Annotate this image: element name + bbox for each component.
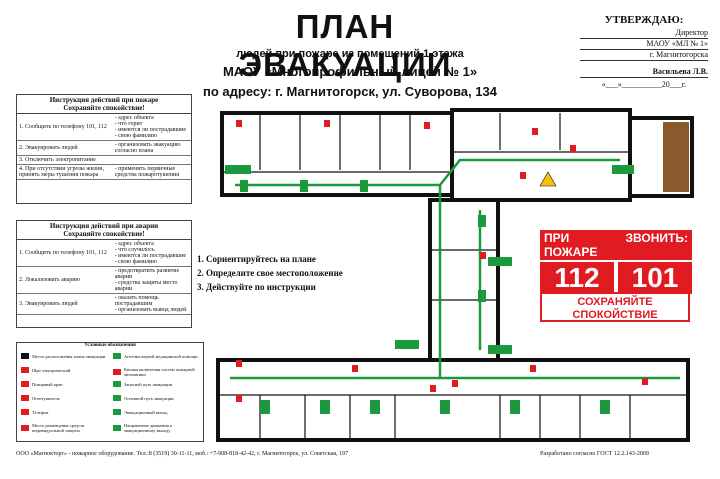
- approval-signature: Васильева Л.В.: [580, 67, 708, 78]
- instruction-action: 4. При отсутствии угрозы жизни, принять …: [17, 164, 113, 180]
- footer-standard: Разработано согласно ГОСТ 12.2.143-2009: [540, 451, 649, 457]
- approval-city: г. Магнитогорска: [580, 50, 708, 61]
- instruction-action: 1. Сообщить по телефону 101, 112: [17, 240, 113, 267]
- legend-item: Место размещения средств индивидуальной …: [21, 423, 111, 433]
- instruction-row: 1. Сообщить по телефону 101, 112- адрес …: [17, 240, 191, 267]
- legend-item: Аптечка первой медицинской помощи: [113, 353, 203, 359]
- fire-equipment: [236, 120, 648, 402]
- legend-label: Направление движения к эвакуационному вы…: [124, 423, 173, 433]
- legend-item: Место расположения плана эвакуации: [21, 353, 111, 359]
- accident-instruction-box: Инструкция действий при аварии Сохраняйт…: [16, 220, 192, 328]
- legend-item: Щит электрический: [21, 367, 111, 373]
- legend-label: Пожарный кран: [32, 381, 63, 387]
- evacuation-route: [230, 158, 680, 380]
- instruction-detail: - адрес объекта - что случилось - имеютс…: [112, 240, 191, 267]
- legend-item: Огнетушитель: [21, 395, 111, 401]
- phone-112: 112: [540, 262, 614, 294]
- subtitle-line-1: людей при пожаре из помещений 1 этажа: [236, 48, 464, 60]
- legend-label: Основной путь эвакуации: [124, 395, 174, 401]
- approval-position: Директор: [580, 28, 708, 39]
- legend-symbol-icon: [113, 395, 121, 401]
- you-are-here-marker: [539, 171, 557, 187]
- legend-item: Телефон: [21, 409, 111, 415]
- legend-symbol-icon: [21, 367, 29, 373]
- legend-title: Условные обозначения: [84, 343, 136, 348]
- instruction-action: 2. Эвакуировать людей: [17, 140, 113, 156]
- legend-symbol-icon: [21, 395, 29, 401]
- instruction-action: 2. Локализовать аварию: [17, 266, 113, 294]
- fire-instruction-table: 1. Сообщить по телефону 101, 112- адрес …: [17, 114, 191, 180]
- step-3: 3. Действуйте по инструкции: [197, 282, 316, 292]
- approval-org: МАОУ «МЛ № 1»: [580, 39, 708, 50]
- legend-item: Кнопка включения систем пожарной автомат…: [113, 367, 203, 377]
- instruction-row: 3. Отключить электропитание: [17, 155, 191, 165]
- legend-item: Основной путь эвакуации: [113, 395, 203, 401]
- instruction-detail: - предотвратить развитие аварии - средст…: [112, 266, 191, 294]
- legend-box: Условные обозначения Место расположения …: [16, 342, 204, 442]
- legend-item: Направление движения к эвакуационному вы…: [113, 423, 203, 433]
- fire-instruction-header: Инструкция действий при пожаре Сохраняйт…: [17, 95, 191, 114]
- legend-label: Эвакуационный выход: [124, 409, 168, 415]
- legend-label: Место расположения плана эвакуации: [32, 353, 106, 359]
- exit-signs: [225, 165, 634, 414]
- legend-symbol-icon: [113, 381, 121, 387]
- corridor-walls: [428, 198, 500, 362]
- instruction-detail: [112, 155, 191, 165]
- instruction-detail: - оказать помощь пострадавшим - организо…: [112, 293, 191, 315]
- instruction-row: 4. При отсутствии угрозы жизни, принять …: [17, 164, 191, 180]
- approval-title: УТВЕРЖДАЮ:: [604, 14, 684, 26]
- accident-instruction-table: 1. Сообщить по телефону 101, 112- адрес …: [17, 240, 191, 315]
- orientation-steps: 1. Сориентируйтесь на плане 2. Определит…: [197, 252, 343, 294]
- instruction-detail: - адрес объекта - что горит - имеются ли…: [112, 114, 191, 141]
- legend-symbol-icon: [21, 425, 29, 431]
- fire-instruction-box: Инструкция действий при пожаре Сохраняйт…: [16, 94, 192, 204]
- legend-symbol-icon: [21, 353, 29, 359]
- emergency-call-header: ПРИ ПОЖАРЕ ЗВОНИТЬ:: [540, 230, 692, 260]
- legend-label: Кнопка включения систем пожарной автомат…: [124, 367, 195, 377]
- emergency-numbers: 112 101: [540, 262, 692, 294]
- legend-item: Запасной путь эвакуации: [113, 381, 203, 387]
- wing-center-walls: [450, 108, 632, 202]
- approval-block: УТВЕРЖДАЮ: Директор МАОУ «МЛ № 1» г. Маг…: [580, 14, 708, 89]
- legend-symbol-icon: [113, 409, 121, 415]
- subtitle-line-3: по адресу: г. Магнитогорск, ул. Суворова…: [203, 84, 497, 99]
- legend-label: Телефон: [32, 409, 49, 415]
- footer-vendor: ООО «Магнокторг» - пожарное оборудование…: [16, 451, 349, 457]
- emergency-call-block: ПРИ ПОЖАРЕ ЗВОНИТЬ: 112 101: [540, 230, 692, 294]
- legend-item: Пожарный кран: [21, 381, 111, 387]
- legend-label: Аптечка первой медицинской помощи: [124, 353, 198, 359]
- legend-label: Место размещения средств индивидуальной …: [32, 423, 85, 433]
- stay-calm-banner: СОХРАНЯЙТЕ СПОКОЙСТВИЕ: [540, 292, 690, 322]
- legend-symbol-icon: [113, 369, 121, 375]
- stair-block: [663, 122, 689, 192]
- wing-right-walls: [628, 116, 694, 198]
- legend-label: Огнетушитель: [32, 395, 60, 401]
- subtitle-line-2: МАОУ «Многопрофильный лицей № 1»: [222, 64, 478, 79]
- instruction-row: 2. Локализовать аварию- предотвратить ра…: [17, 266, 191, 294]
- phone-101: 101: [618, 262, 692, 294]
- step-2: 2. Определите свое местоположение: [197, 268, 343, 278]
- legend-symbol-icon: [21, 381, 29, 387]
- instruction-action: 3. Эвакуировать людей: [17, 293, 113, 315]
- approval-date: «___»__________20___г.: [601, 80, 687, 89]
- legend-label: Запасной путь эвакуации: [124, 381, 173, 387]
- instruction-row: 2. Эвакуировать людей- организовать эвак…: [17, 140, 191, 156]
- wing-left-walls: [220, 111, 454, 197]
- instruction-action: 3. Отключить электропитание: [17, 155, 113, 165]
- legend-item: Эвакуационный выход: [113, 409, 203, 415]
- legend-label: Щит электрический: [32, 367, 71, 373]
- accident-instruction-header: Инструкция действий при аварии Сохраняйт…: [17, 221, 191, 240]
- legend-symbol-icon: [113, 425, 121, 431]
- legend-symbol-icon: [113, 353, 121, 359]
- instruction-row: 1. Сообщить по телефону 101, 112- адрес …: [17, 114, 191, 141]
- instruction-row: 3. Эвакуировать людей- оказать помощь по…: [17, 293, 191, 315]
- page-title: ПЛАН ЭВАКУАЦИИ: [238, 8, 452, 83]
- instruction-detail: - организовать эвакуацию согласно плана: [112, 140, 191, 156]
- instruction-detail: - применить первичные средства пожаротуш…: [112, 164, 191, 180]
- step-1: 1. Сориентируйтесь на плане: [197, 254, 316, 264]
- instruction-action: 1. Сообщить по телефону 101, 112: [17, 114, 113, 141]
- legend-symbol-icon: [21, 409, 29, 415]
- wing-bottom-walls: [216, 358, 690, 442]
